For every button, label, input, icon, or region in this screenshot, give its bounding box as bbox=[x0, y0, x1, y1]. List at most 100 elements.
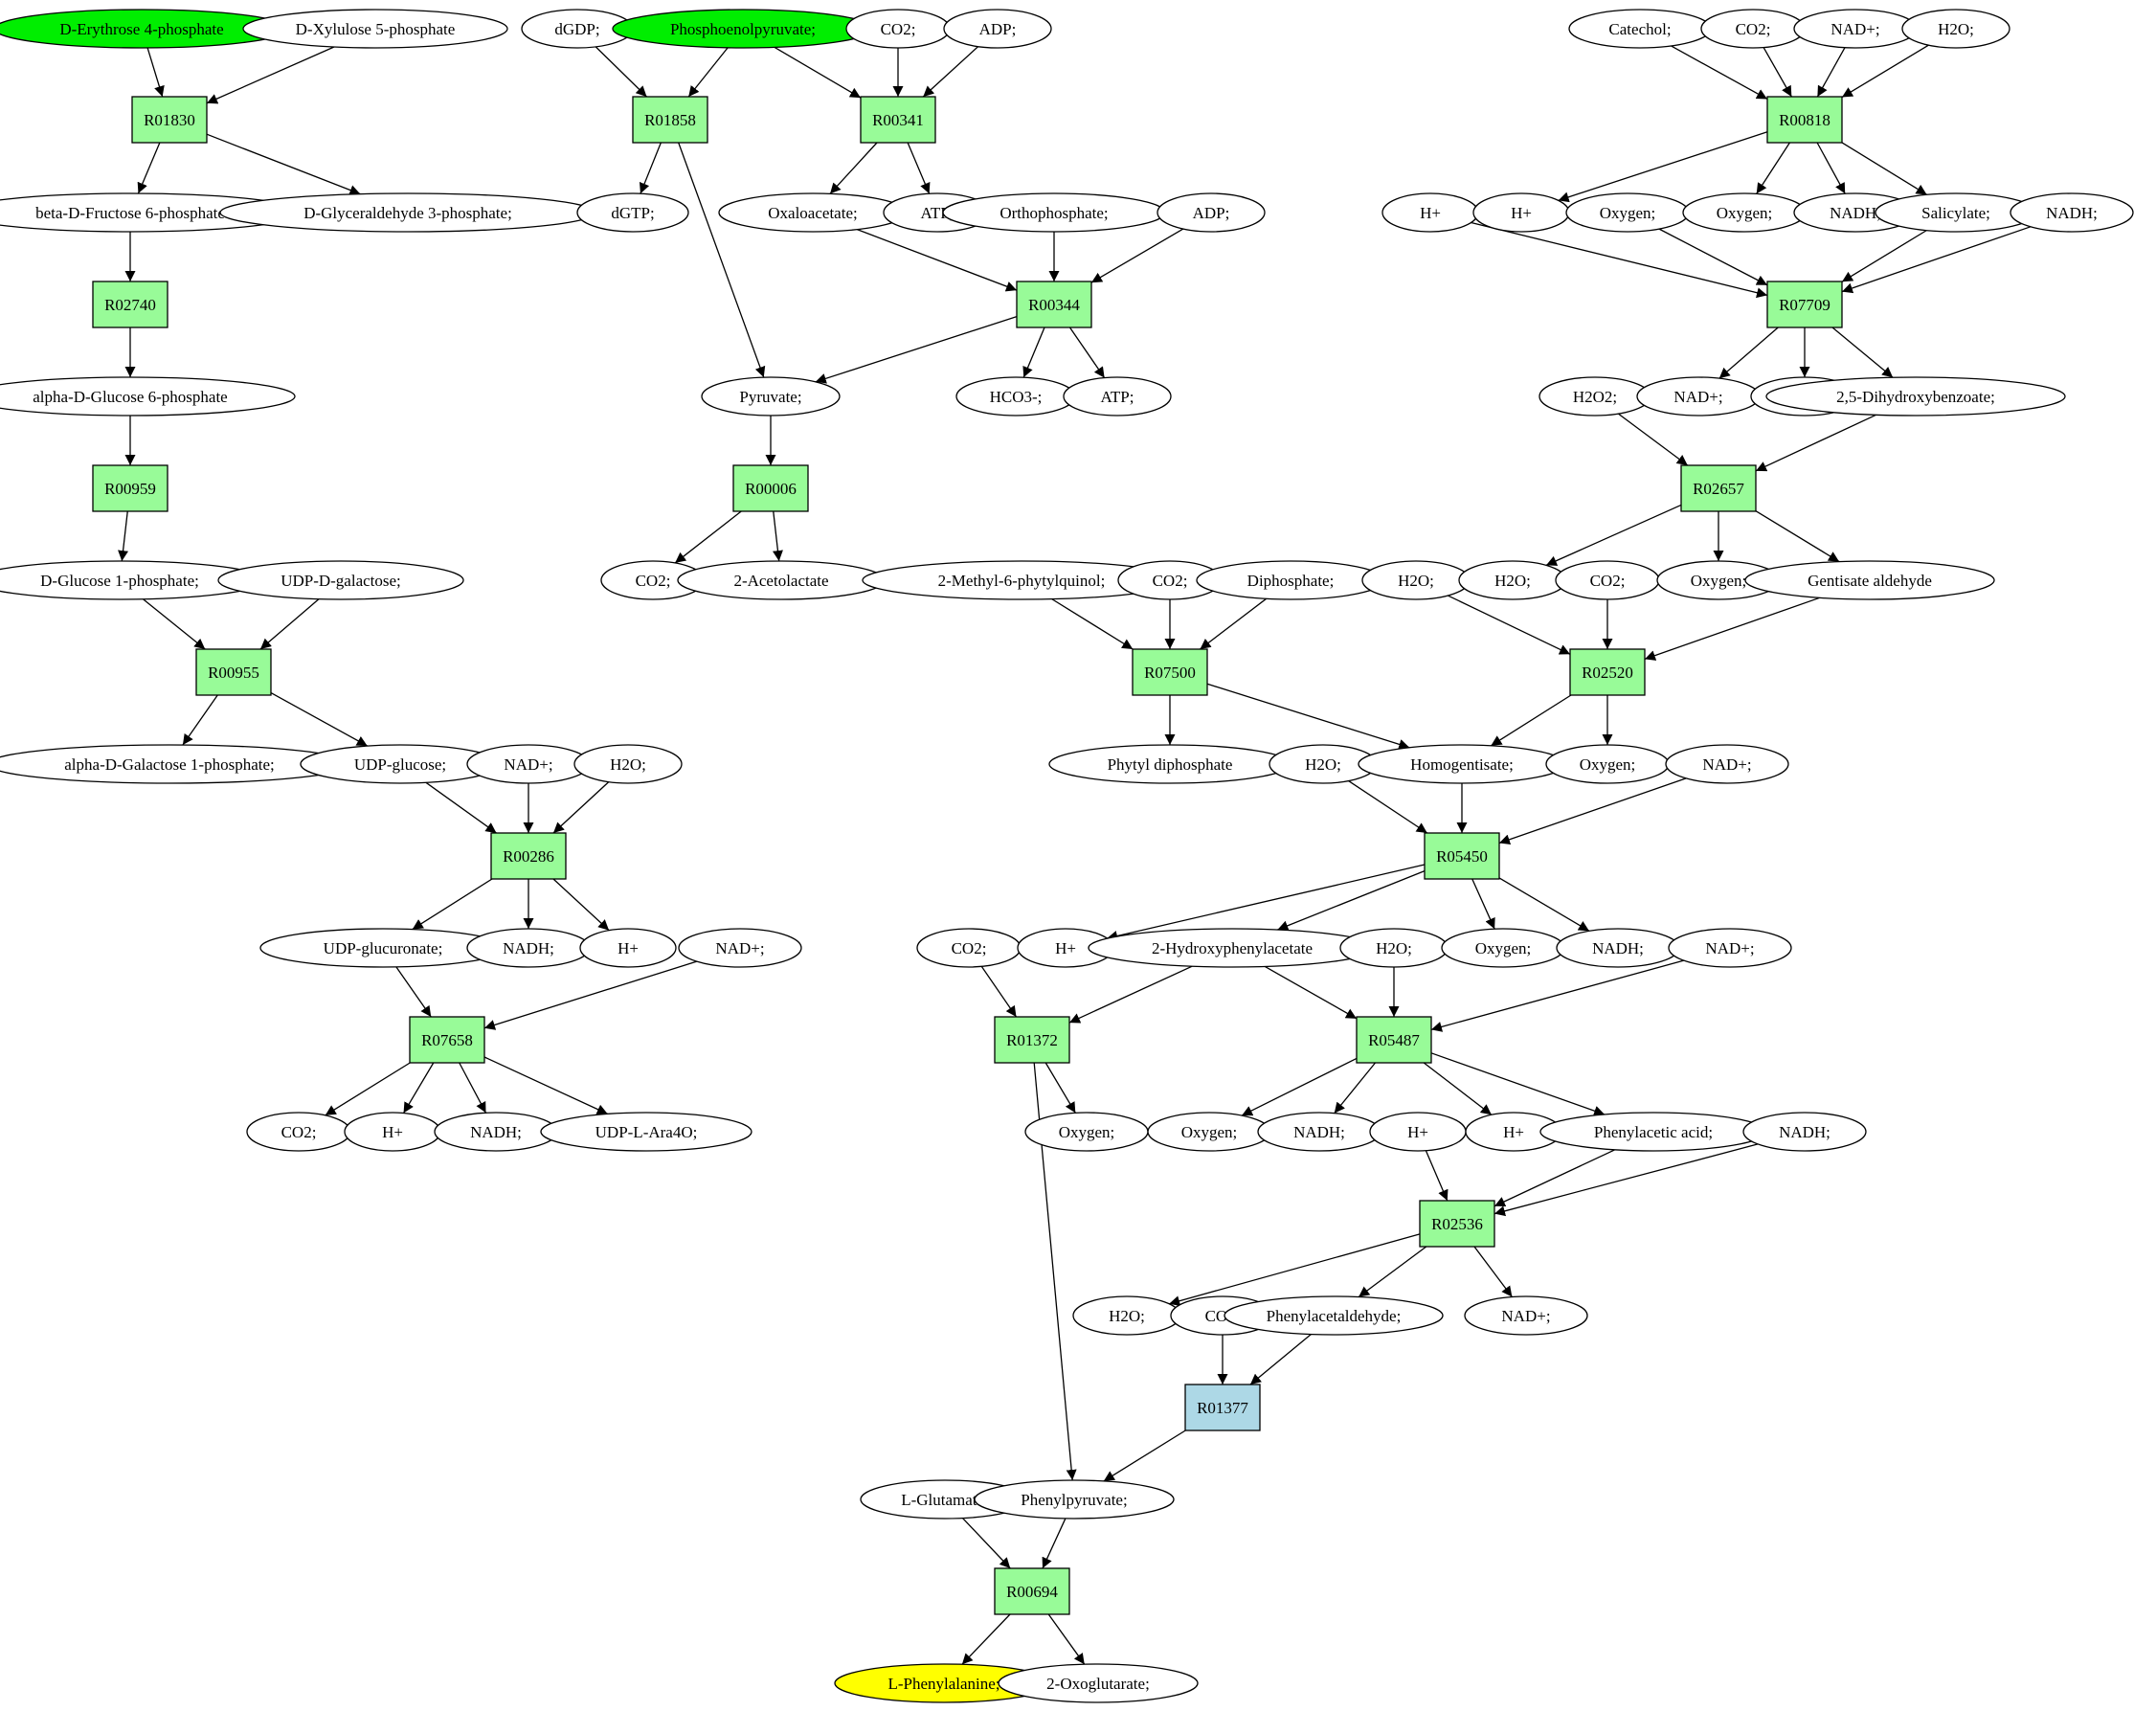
compound-node-nadh_f[interactable]: NADH; bbox=[1257, 1112, 1381, 1152]
compound-node-oxy_d[interactable]: Oxygen; bbox=[1545, 744, 1670, 784]
compound-node-hp_c[interactable]: H+ bbox=[1381, 192, 1479, 233]
compound-ellipse bbox=[1668, 928, 1792, 968]
reaction-node-r05450[interactable]: R05450 bbox=[1424, 832, 1500, 880]
compound-node-udpgal[interactable]: UDP-D-galactose; bbox=[217, 560, 464, 600]
compound-node-nad_e[interactable]: NAD+; bbox=[1665, 744, 1789, 784]
compound-node-g3p[interactable]: D-Glyceraldehyde 3-phosphate; bbox=[219, 192, 596, 233]
reaction-node-r02657[interactable]: R02657 bbox=[1680, 464, 1757, 512]
compound-node-adp_b[interactable]: ADP; bbox=[1157, 192, 1266, 233]
compound-node-dhb[interactable]: 2,5-Dihydroxybenzoate; bbox=[1765, 376, 2066, 416]
compound-node-gald[interactable]: Gentisate aldehyde bbox=[1744, 560, 1995, 600]
reaction-node-r00286[interactable]: R00286 bbox=[490, 832, 567, 880]
reaction-node-r01372[interactable]: R01372 bbox=[994, 1016, 1070, 1064]
compound-node-co2_d[interactable]: CO2; bbox=[1700, 9, 1806, 49]
compound-node-nadh_b[interactable]: NADH; bbox=[434, 1112, 558, 1152]
compound-node-h2o_e[interactable]: H2O; bbox=[1458, 560, 1567, 600]
compound-node-co2_b[interactable]: CO2; bbox=[845, 9, 951, 49]
compound-node-h2o_d[interactable]: H2O; bbox=[1361, 560, 1471, 600]
compound-node-oxy_f[interactable]: Oxygen; bbox=[1024, 1112, 1149, 1152]
compound-node-hp_b[interactable]: H+ bbox=[344, 1112, 441, 1152]
compound-node-hp_a[interactable]: H+ bbox=[579, 928, 677, 968]
compound-node-akg[interactable]: 2-Oxoglutarate; bbox=[998, 1663, 1199, 1703]
compound-node-phytpp[interactable]: Phytyl diphosphate bbox=[1048, 744, 1291, 784]
compound-node-atp_b[interactable]: ATP; bbox=[1063, 376, 1172, 416]
compound-node-h2o_b[interactable]: H2O; bbox=[1901, 9, 2010, 49]
compound-node-acl[interactable]: 2-Acetolactate bbox=[677, 560, 886, 600]
compound-node-co2_f[interactable]: CO2; bbox=[1555, 560, 1660, 600]
compound-node-hp_f[interactable]: H+ bbox=[1369, 1112, 1467, 1152]
compound-node-hco3[interactable]: HCO3-; bbox=[955, 376, 1076, 416]
compound-node-hgt[interactable]: Homogentisate; bbox=[1358, 744, 1566, 784]
reaction-node-r02740[interactable]: R02740 bbox=[92, 281, 168, 328]
compound-node-gal1p[interactable]: alpha-D-Galactose 1-phosphate; bbox=[0, 744, 352, 784]
compound-node-phe[interactable]: L-Phenylalanine; bbox=[834, 1663, 1054, 1703]
reaction-node-r01858[interactable]: R01858 bbox=[632, 96, 708, 144]
compound-node-co2_a[interactable]: CO2; bbox=[246, 1112, 351, 1152]
reaction-node-r00694[interactable]: R00694 bbox=[994, 1567, 1070, 1615]
compound-node-nad_d[interactable]: NAD+; bbox=[1636, 376, 1761, 416]
compound-node-x5p[interactable]: D-Xylulose 5-phosphate bbox=[242, 9, 508, 49]
compound-node-oxy_a[interactable]: Oxygen; bbox=[1565, 192, 1690, 233]
compound-node-h2o_f[interactable]: H2O; bbox=[1269, 744, 1378, 784]
reaction-node-r07709[interactable]: R07709 bbox=[1766, 281, 1843, 328]
compound-node-f6p[interactable]: beta-D-Fructose 6-phosphate bbox=[0, 192, 303, 233]
reaction-node-r02536[interactable]: R02536 bbox=[1419, 1200, 1495, 1248]
compound-node-g6p[interactable]: alpha-D-Glucose 6-phosphate bbox=[0, 376, 296, 416]
reaction-node-r00818[interactable]: R00818 bbox=[1766, 96, 1843, 144]
compound-node-salicylate[interactable]: Salicylate; bbox=[1875, 192, 2037, 233]
compound-node-oxy_g[interactable]: Oxygen; bbox=[1147, 1112, 1271, 1152]
reaction-node-r00341[interactable]: R00341 bbox=[860, 96, 936, 144]
compound-node-co2_e[interactable]: CO2; bbox=[1117, 560, 1223, 600]
compound-node-nadh_a[interactable]: NADH; bbox=[466, 928, 591, 968]
compound-node-nadh_g[interactable]: NADH; bbox=[1742, 1112, 1867, 1152]
compound-node-nad_c[interactable]: NAD+; bbox=[1793, 9, 1918, 49]
compound-node-g1p[interactable]: D-Glucose 1-phosphate; bbox=[0, 560, 266, 600]
compound-node-co2_g[interactable]: CO2; bbox=[916, 928, 1022, 968]
compound-node-oxy_b[interactable]: Oxygen; bbox=[1682, 192, 1807, 233]
compound-node-h2o_g[interactable]: H2O; bbox=[1339, 928, 1449, 968]
compound-node-oxy_e[interactable]: Oxygen; bbox=[1441, 928, 1565, 968]
reaction-node-r00006[interactable]: R00006 bbox=[732, 464, 809, 512]
compound-node-pep[interactable]: Phosphoenolpyruvate; bbox=[612, 9, 874, 49]
reaction-node-r00344[interactable]: R00344 bbox=[1016, 281, 1092, 328]
compound-node-nad_b[interactable]: NAD+; bbox=[678, 928, 802, 968]
compound-node-h2o_a[interactable]: H2O; bbox=[573, 744, 683, 784]
compound-node-hp_g[interactable]: H+ bbox=[1465, 1112, 1562, 1152]
compound-node-catechol[interactable]: Catechol; bbox=[1568, 9, 1712, 49]
compound-node-h2o2[interactable]: H2O2; bbox=[1538, 376, 1651, 416]
compound-node-udpglc[interactable]: UDP-glucose; bbox=[300, 744, 501, 784]
compound-node-paa[interactable]: Phenylacetic acid; bbox=[1539, 1112, 1767, 1152]
edge-hpa-to-r01372 bbox=[1068, 965, 1193, 1024]
reaction-node-r00959[interactable]: R00959 bbox=[92, 464, 168, 512]
compound-node-hp_d[interactable]: H+ bbox=[1472, 192, 1570, 233]
compound-node-dgdp[interactable]: dGDP; bbox=[521, 9, 634, 49]
compound-node-dgtp[interactable]: dGTP; bbox=[576, 192, 689, 233]
compound-node-ppi[interactable]: Diphosphate; bbox=[1196, 560, 1385, 600]
compound-node-udpara[interactable]: UDP-L-Ara4O; bbox=[540, 1112, 752, 1152]
compound-node-e4p[interactable]: D-Erythrose 4-phosphate bbox=[0, 9, 290, 49]
compound-node-nadh_e[interactable]: NADH; bbox=[1556, 928, 1680, 968]
reaction-node-r07658[interactable]: R07658 bbox=[409, 1016, 485, 1064]
compound-node-adp_a[interactable]: ADP; bbox=[943, 9, 1052, 49]
reaction-node-r05487[interactable]: R05487 bbox=[1356, 1016, 1432, 1064]
compound-node-oaa[interactable]: Oxaloacetate; bbox=[718, 192, 908, 233]
compound-node-h2o_h[interactable]: H2O; bbox=[1072, 1295, 1181, 1336]
compound-node-pi[interactable]: Orthophosphate; bbox=[942, 192, 1166, 233]
reaction-node-r01377[interactable]: R01377 bbox=[1184, 1384, 1261, 1431]
reaction-node-r00955[interactable]: R00955 bbox=[195, 648, 272, 696]
compound-node-udpgca[interactable]: UDP-glucuronate; bbox=[259, 928, 506, 968]
compound-node-ppyr[interactable]: Phenylpyruvate; bbox=[974, 1479, 1175, 1520]
compound-node-oxy_c[interactable]: Oxygen; bbox=[1656, 560, 1781, 600]
compound-node-nad_a[interactable]: NAD+; bbox=[466, 744, 591, 784]
compound-node-pacald[interactable]: Phenylacetaldehyde; bbox=[1224, 1295, 1444, 1336]
node-label: H2O; bbox=[1398, 572, 1434, 590]
compound-node-nadh_d[interactable]: NADH; bbox=[2010, 192, 2134, 233]
compound-node-nad_f[interactable]: NAD+; bbox=[1668, 928, 1792, 968]
reaction-node-r02520[interactable]: R02520 bbox=[1569, 648, 1646, 696]
reaction-node-r01830[interactable]: R01830 bbox=[131, 96, 208, 144]
compound-node-nad_g[interactable]: NAD+; bbox=[1464, 1295, 1588, 1336]
compound-node-hpa[interactable]: 2-Hydroxyphenylacetate bbox=[1088, 928, 1377, 968]
compound-node-pyr[interactable]: Pyruvate; bbox=[701, 376, 841, 416]
reaction-node-r07500[interactable]: R07500 bbox=[1132, 648, 1208, 696]
compound-node-co2_c[interactable]: CO2; bbox=[600, 560, 706, 600]
